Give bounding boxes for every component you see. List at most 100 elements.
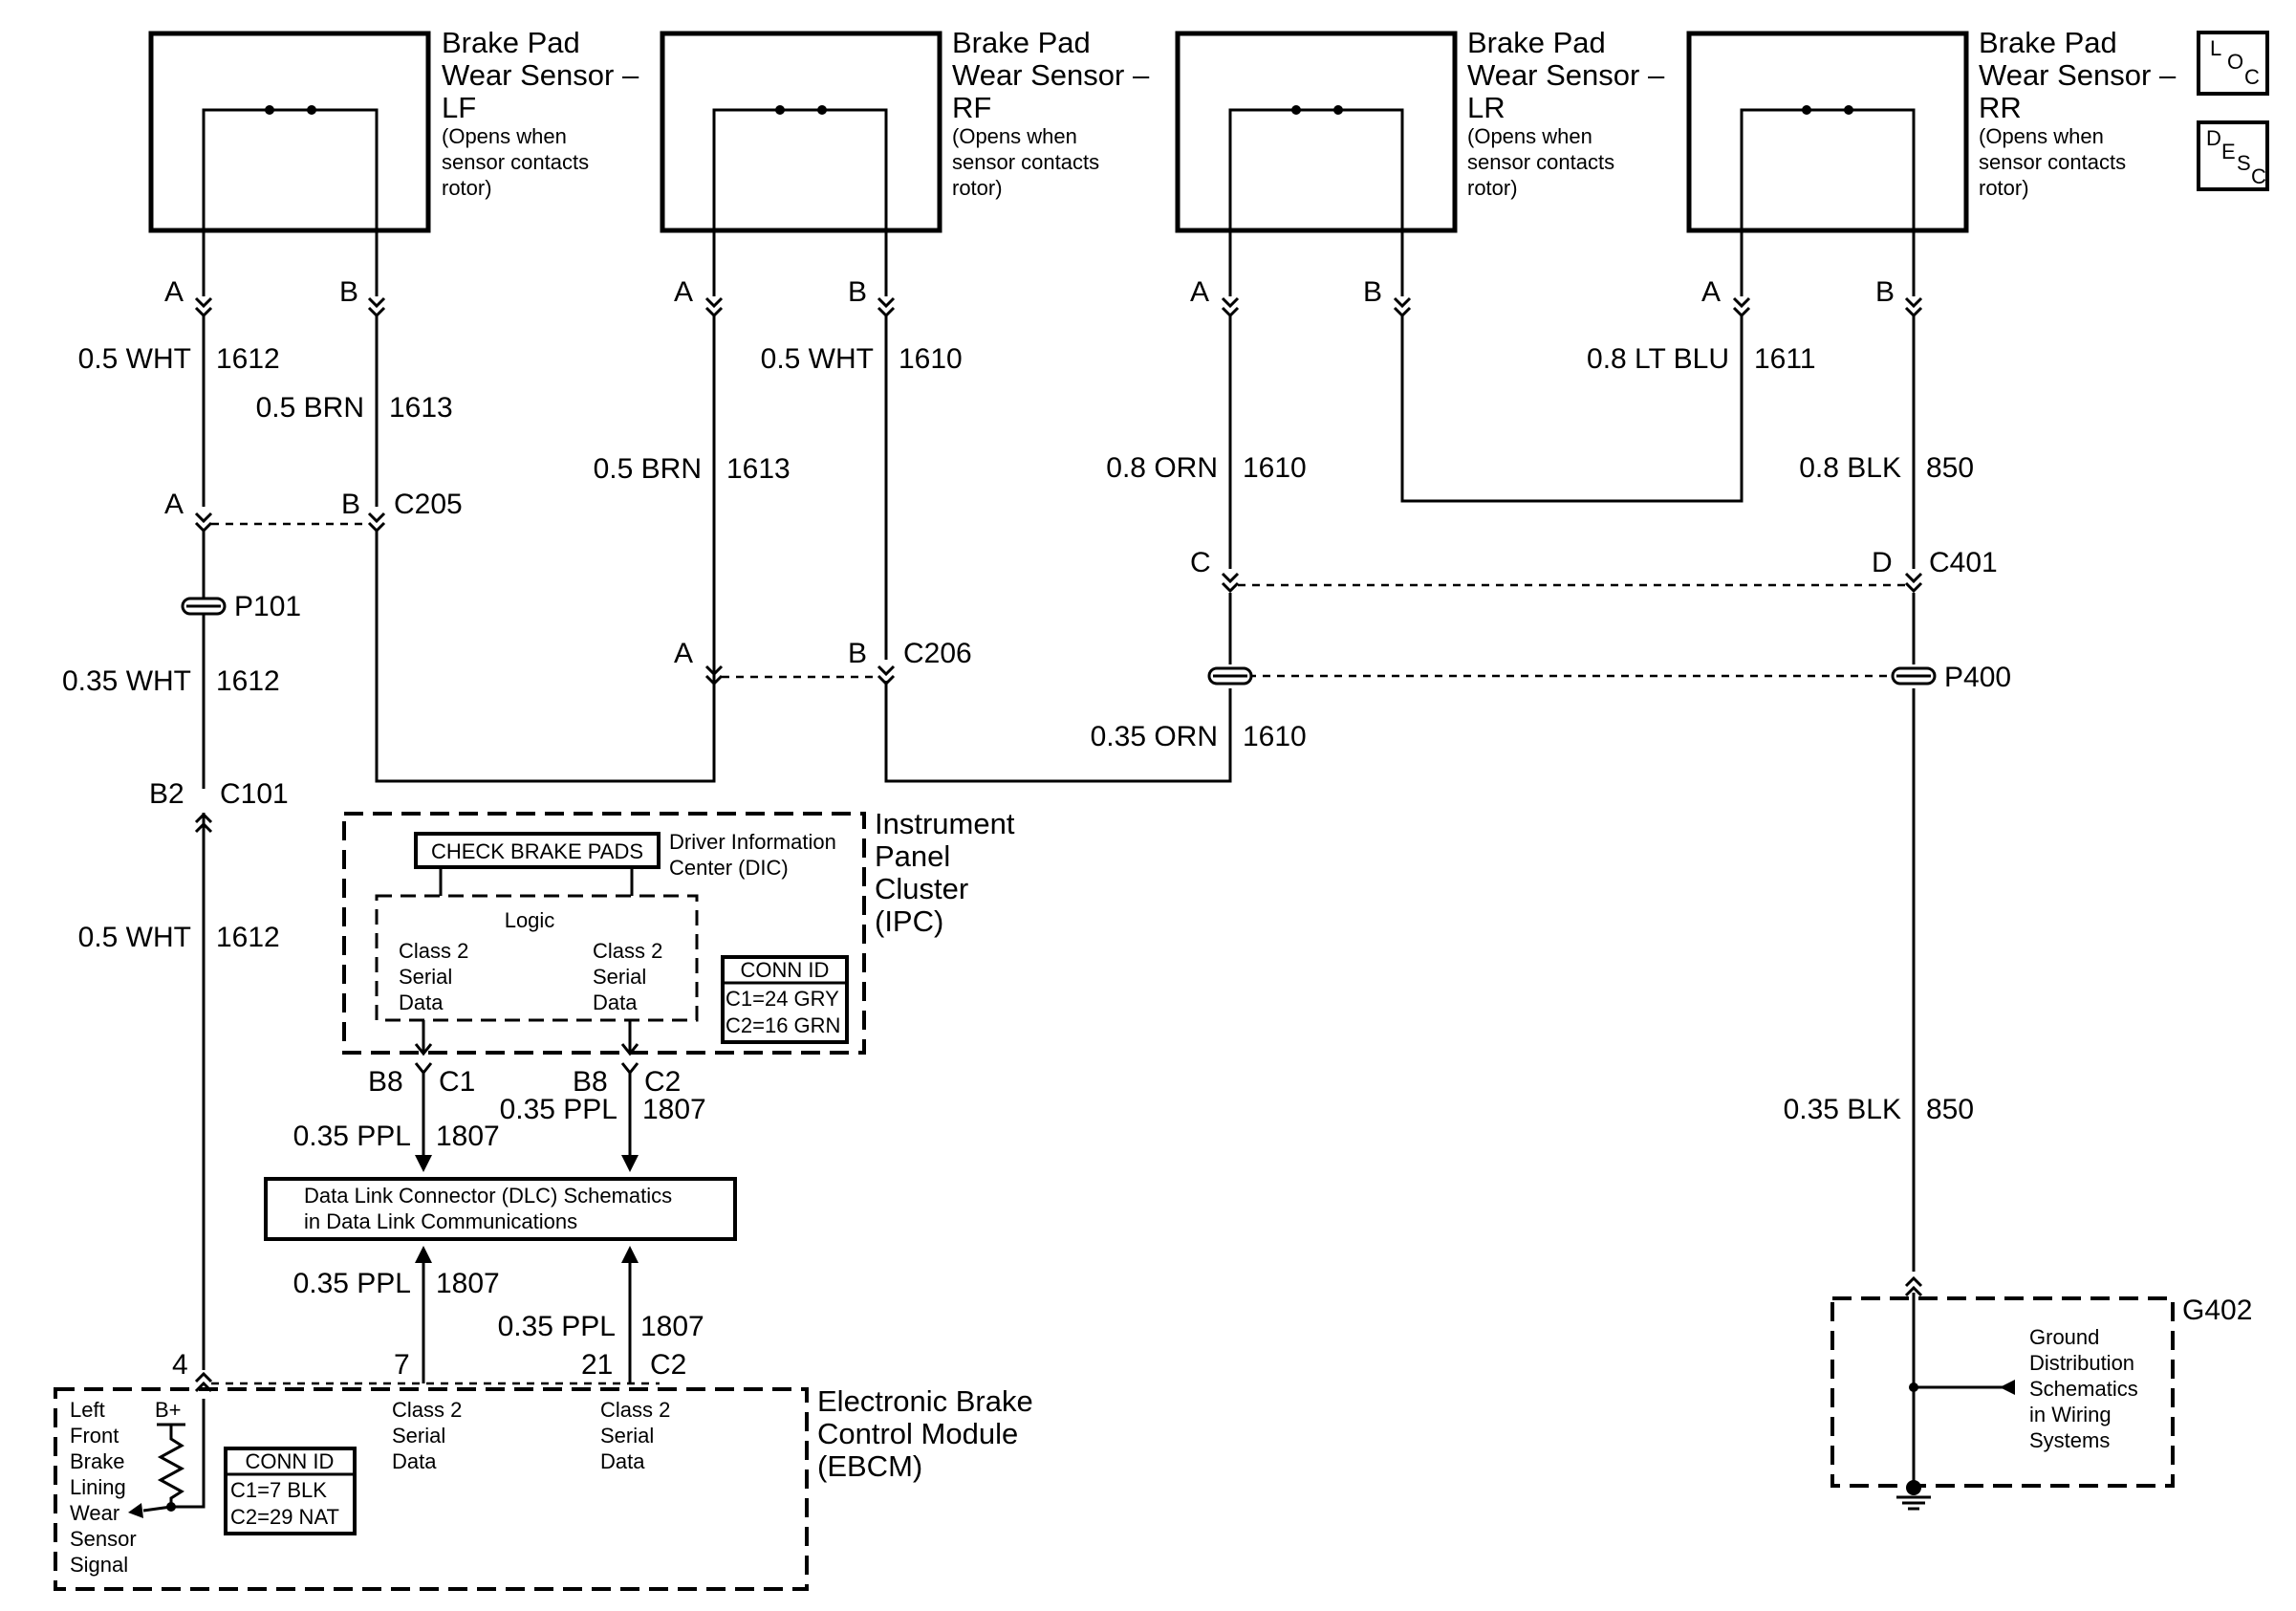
- svg-text:Schematics: Schematics: [2029, 1377, 2138, 1401]
- sensor-lf-title2: Wear Sensor –: [442, 58, 639, 92]
- svg-text:Serial: Serial: [399, 965, 452, 989]
- sensor-rr[interactable]: Brake Pad Wear Sensor – RR (Opens when s…: [1686, 26, 2177, 296]
- wire-ipc-c1-circuit: 1807: [436, 1121, 500, 1152]
- logic-label: Logic: [505, 908, 555, 932]
- wire-ebcm-21-size: 0.35 PPL: [498, 1311, 616, 1342]
- wire-ipc-c1-size: 0.35 PPL: [293, 1121, 411, 1152]
- svg-text:Brake: Brake: [70, 1449, 124, 1473]
- svg-text:Distribution: Distribution: [2029, 1351, 2134, 1375]
- description-icon[interactable]: D E S C: [2197, 120, 2269, 191]
- wire-rr-a-circuit: 1611: [1754, 343, 1816, 375]
- svg-text:Cluster: Cluster: [875, 872, 968, 905]
- sensor-lr-note2: sensor contacts: [1467, 150, 1614, 174]
- connector-c206: C206: [903, 638, 972, 669]
- sensor-lr-note3: rotor): [1467, 176, 1518, 200]
- sensor-rr-title: Brake Pad: [1979, 26, 2117, 59]
- instrument-panel-cluster[interactable]: Instrument Panel Cluster (IPC) CHECK BRA…: [342, 807, 1015, 1055]
- wire-ebcm-7-circuit: 1807: [436, 1268, 500, 1299]
- sensor-rr-note1: (Opens when: [1979, 124, 2104, 148]
- wire-ipc-c2-circuit: 1807: [642, 1094, 706, 1125]
- pin-rf-b: B: [848, 276, 867, 308]
- pin-lf-b: B: [339, 276, 358, 308]
- pin-c205-a: A: [164, 489, 184, 520]
- svg-text:Data: Data: [399, 991, 444, 1014]
- svg-text:Front: Front: [70, 1424, 119, 1448]
- sensor-lr-title: Brake Pad: [1467, 26, 1606, 59]
- svg-text:Instrument: Instrument: [875, 807, 1015, 840]
- dic-label-1: Driver Information: [669, 830, 836, 854]
- svg-text:Lining: Lining: [70, 1475, 126, 1499]
- pin-c401-d: D: [1872, 547, 1893, 578]
- svg-text:Electronic Brake: Electronic Brake: [817, 1384, 1033, 1418]
- sensor-rr-pos: RR: [1979, 91, 2022, 124]
- pin-ipc-c1: B8: [368, 1066, 403, 1098]
- electronic-brake-control-module[interactable]: Electronic Brake Control Module (EBCM) L…: [54, 1384, 1033, 1591]
- connector-p101: P101: [234, 591, 301, 622]
- pin-ipc-c2: B8: [573, 1066, 608, 1098]
- wire-lf-b-circuit: 1613: [389, 392, 453, 424]
- svg-text:C: C: [2251, 164, 2266, 188]
- sensor-rf-note1: (Opens when: [952, 124, 1077, 148]
- svg-text:C2=29 NAT: C2=29 NAT: [230, 1505, 339, 1529]
- sensor-lf[interactable]: Brake Pad Wear Sensor – LF (Opens when s…: [148, 26, 639, 296]
- svg-text:Left: Left: [70, 1398, 105, 1422]
- wire-rf-mid-size: 0.5 BRN: [594, 453, 702, 485]
- check-brake-pads-lamp[interactable]: [414, 832, 661, 869]
- pin-ebcm-7: 7: [394, 1349, 410, 1381]
- svg-text:Wear: Wear: [70, 1501, 119, 1525]
- wire-orn-size: 0.35 ORN: [1091, 721, 1218, 752]
- connector-c205: C205: [394, 489, 463, 520]
- p400-grommet-left[interactable]: [1207, 666, 1253, 686]
- connector-g402: G402: [2182, 1295, 2252, 1326]
- svg-text:Class 2: Class 2: [593, 939, 662, 963]
- sensor-rf-title2: Wear Sensor –: [952, 58, 1150, 92]
- wire-ebcm-21-circuit: 1807: [640, 1311, 704, 1342]
- sensor-rr-note2: sensor contacts: [1979, 150, 2126, 174]
- pullup-resistor: [157, 1425, 185, 1503]
- svg-text:S: S: [2237, 151, 2251, 175]
- svg-text:L: L: [2210, 36, 2221, 60]
- sensor-rf-title: Brake Pad: [952, 26, 1091, 59]
- wire-lf-p101-circuit: 1612: [216, 665, 280, 697]
- wire-rf-a-size: 0.5 WHT: [761, 343, 874, 375]
- p400-grommet-right[interactable]: [1891, 666, 1937, 686]
- connector-ipc-c1: C1: [439, 1066, 475, 1098]
- wire-rr-b-size: 0.8 BLK: [1799, 452, 1901, 484]
- wire-lf-a-size: 0.5 WHT: [78, 343, 191, 375]
- sensor-rf[interactable]: Brake Pad Wear Sensor – RF (Opens when s…: [660, 26, 1150, 296]
- svg-text:Class 2: Class 2: [399, 939, 468, 963]
- ipc-conn-id-table: CONN ID C1=24 GRY C2=16 GRN: [721, 955, 849, 1044]
- connector-ebcm-c2: C2: [650, 1349, 686, 1381]
- sensor-lf-note1: (Opens when: [442, 124, 567, 148]
- pin-c206-a: A: [674, 638, 693, 669]
- wire-lr-a-size: 0.8 ORN: [1106, 452, 1218, 484]
- sensor-lf-note3: rotor): [442, 176, 492, 200]
- svg-text:Data: Data: [593, 991, 638, 1014]
- ground-g402[interactable]: G402 Ground Distribution Schematics in W…: [1830, 1295, 2252, 1511]
- sensor-lf-title: Brake Pad: [442, 26, 580, 59]
- location-icon[interactable]: L O C: [2197, 31, 2269, 96]
- svg-text:Ground: Ground: [2029, 1325, 2099, 1349]
- sensor-lr[interactable]: Brake Pad Wear Sensor – LR (Opens when s…: [1175, 26, 1665, 296]
- wire-orn-circuit: 1610: [1243, 721, 1307, 752]
- pin-lf-a: A: [164, 276, 184, 308]
- wire-gnd-circuit: 850: [1926, 1094, 1974, 1125]
- dlc-reference-box[interactable]: Data Link Connector (DLC) Schematics in …: [264, 1177, 737, 1241]
- svg-text:(IPC): (IPC): [875, 904, 943, 938]
- svg-text:(EBCM): (EBCM): [817, 1449, 922, 1483]
- dic-label-2: Center (DIC): [669, 856, 789, 880]
- svg-text:Signal: Signal: [70, 1553, 128, 1577]
- svg-text:CONN ID: CONN ID: [741, 958, 830, 982]
- svg-text:Sensor: Sensor: [70, 1527, 137, 1551]
- pin-lr-a: A: [1190, 276, 1209, 308]
- wire-lf-c101-size: 0.5 WHT: [78, 922, 191, 953]
- pin-c101-b2: B2: [149, 778, 184, 810]
- svg-text:Data: Data: [392, 1449, 437, 1473]
- svg-text:Systems: Systems: [2029, 1428, 2110, 1452]
- wire-lr-b-rr-a[interactable]: [1400, 316, 1744, 503]
- pin-rf-a: A: [674, 276, 693, 308]
- p101-grommet[interactable]: [181, 597, 227, 616]
- sensor-lf-pos: LF: [442, 91, 476, 124]
- ground-symbol-icon: [1896, 1480, 1931, 1511]
- wire-gnd-size: 0.35 BLK: [1784, 1094, 1901, 1125]
